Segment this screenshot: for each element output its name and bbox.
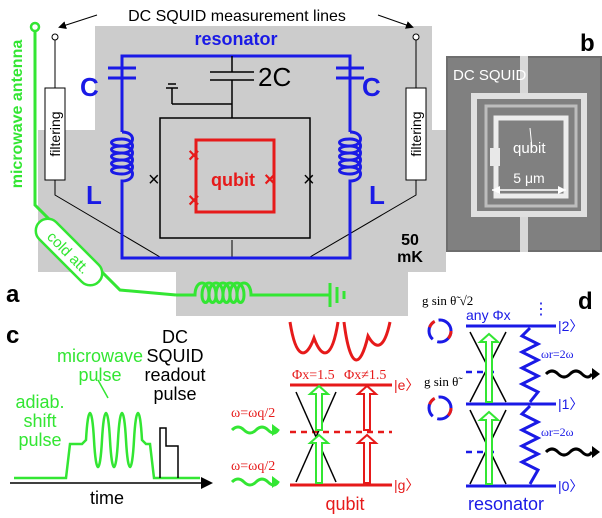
svg-text:×: × (303, 169, 315, 191)
flux-left: Φx=1.5 (292, 368, 335, 383)
shift-label-3: pulse (18, 430, 61, 450)
capacitor-center-label: 2C (258, 62, 291, 92)
panel-b-micrograph (446, 56, 602, 252)
scale-label: 5 μm (513, 170, 544, 186)
temperature-value: 50 (401, 232, 419, 249)
microwave-label-2: pulse (78, 365, 121, 385)
microwave-label-1: microwave (57, 346, 143, 366)
panel-a-circuit: DC SQUID measurement lines filtering fil… (9, 8, 446, 316)
coupling-lower: g sin θ̃ (424, 374, 463, 389)
inductor-left (110, 130, 134, 250)
any-flux: any Φx (466, 307, 511, 323)
qubit-loop (194, 138, 276, 214)
svg-text:×: × (148, 169, 160, 191)
resonator-label-d: resonator (468, 494, 544, 514)
potential-asymmetric (342, 321, 392, 362)
pulse-sequence (10, 379, 213, 489)
capacitor-right (336, 66, 364, 132)
readout-label-3: readout (144, 365, 205, 385)
drive-lower: ω=ωq/2 (231, 459, 275, 474)
state-g: |g〉 (394, 477, 419, 493)
capacitor-left (108, 66, 136, 132)
panel-b-letter: b (580, 30, 595, 57)
qubit-label-a: qubit (211, 170, 255, 190)
svg-text:×: × (188, 190, 200, 212)
svg-text:×: × (188, 145, 200, 167)
filter-right-label: filtering (408, 111, 424, 156)
capacitor-center (166, 56, 254, 118)
inductor-left-label: L (86, 180, 102, 210)
resonator-label: resonator (194, 29, 277, 49)
antenna-label: microwave antenna (9, 40, 26, 189)
readout-label-2: SQUID (146, 346, 203, 366)
shift-label-2: shift (23, 411, 56, 431)
potential-symmetric (288, 321, 340, 355)
readout-pulse (159, 427, 179, 478)
capacitor-right-label: C (362, 72, 381, 102)
filter-left-label: filtering (47, 111, 63, 156)
temperature-unit: mK (397, 249, 423, 266)
shift-and-microwave-pulse (14, 412, 200, 480)
state-e: |e〉 (394, 377, 419, 393)
squid-loop (159, 117, 311, 239)
inductor-right (338, 130, 362, 250)
squid-label-b: DC SQUID (453, 67, 527, 84)
qubit-level-diagram (230, 321, 392, 488)
svg-text:×: × (264, 169, 276, 191)
state-0: |0〉 (558, 478, 583, 494)
freq-lower: ωr=2ω (541, 425, 574, 439)
state-1: |1〉 (558, 396, 583, 412)
coupling-upper: g sin θ̃ √2 (422, 293, 473, 308)
shift-label-1: adiab. (15, 392, 64, 412)
qubit-label-levels: qubit (325, 494, 364, 514)
capacitor-left-label: C (80, 72, 99, 102)
readout-label-1: DC (162, 327, 188, 347)
inductor-right-label: L (369, 180, 385, 210)
resonator-level-diagram (427, 318, 600, 488)
readout-label-4: pulse (153, 384, 196, 404)
cold-stage-region (38, 26, 446, 316)
time-label: time (90, 488, 124, 508)
state-2: |2〉 (558, 318, 583, 334)
antenna-coil (176, 281, 330, 304)
dots: ⋮ (533, 301, 549, 318)
drive-upper: ω=ωq/2 (231, 406, 275, 421)
measurement-lines-label: DC SQUID measurement lines (128, 8, 346, 25)
qubit-label-b: qubit (513, 140, 546, 157)
freq-upper: ωr=2ω (541, 347, 574, 361)
panel-d-letter: d (578, 288, 593, 315)
flux-right: Φx≠1.5 (344, 368, 386, 383)
panel-c-letter: c (6, 322, 19, 349)
panel-a-letter: a (6, 281, 20, 308)
